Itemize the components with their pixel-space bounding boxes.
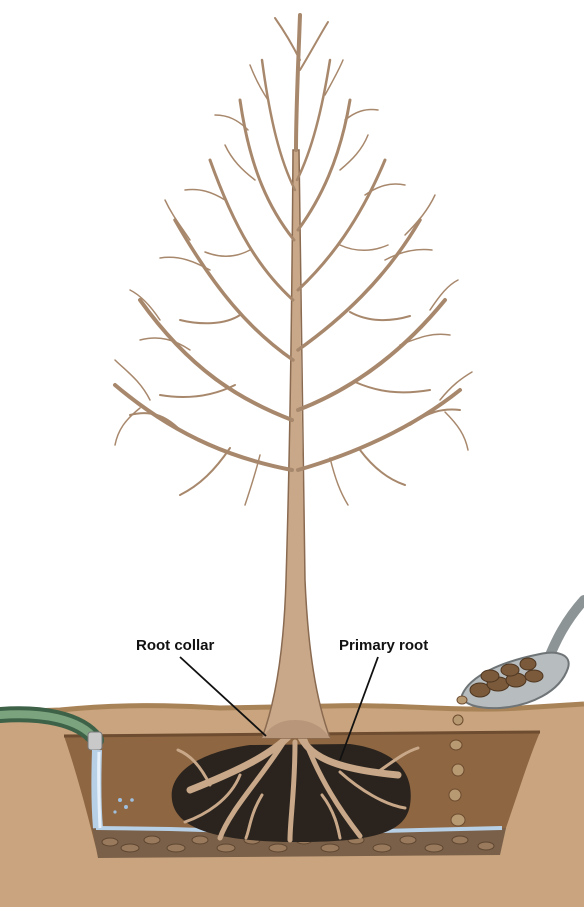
primary-root-label: Primary root xyxy=(339,637,428,654)
trunk xyxy=(262,150,330,738)
water-stream xyxy=(96,750,100,828)
root-collar-label: Root collar xyxy=(136,637,214,654)
